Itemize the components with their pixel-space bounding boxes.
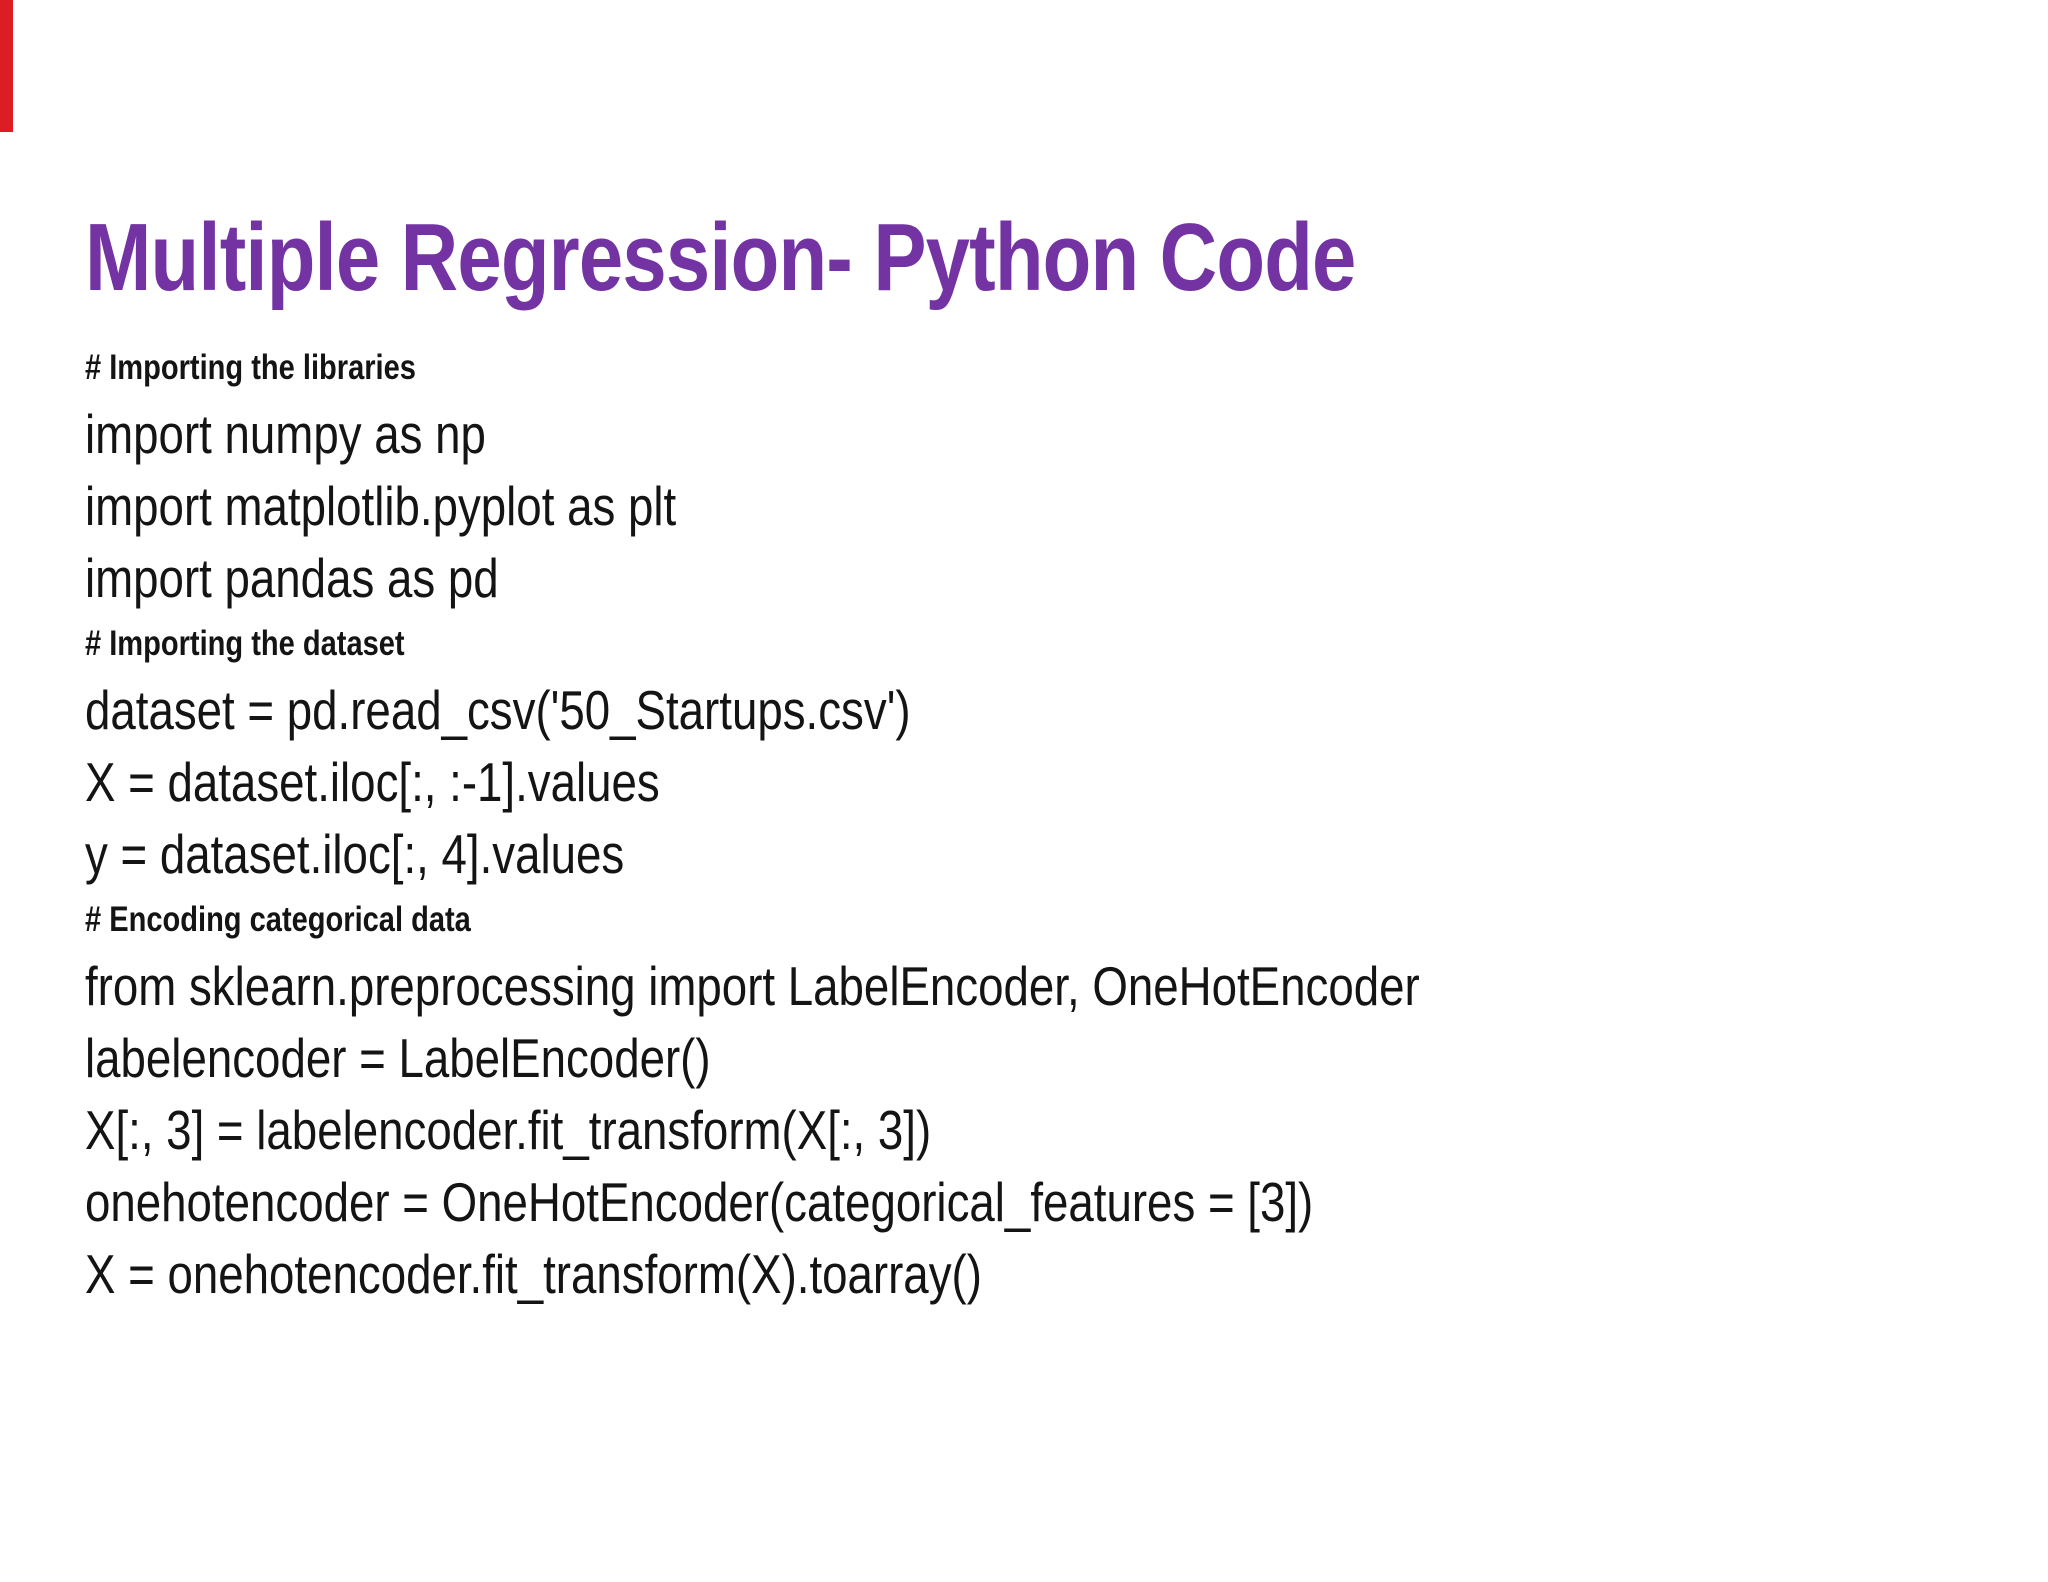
code-line: import matplotlib.pyplot as plt xyxy=(85,475,677,537)
code-line: dataset = pd.read_csv('50_Startups.csv') xyxy=(85,679,911,741)
code-line: X = onehotencoder.fit_transform(X).toarr… xyxy=(85,1243,982,1305)
code-line: onehotencoder = OneHotEncoder(categorica… xyxy=(85,1171,1314,1233)
code-block: # Importing the libraries import numpy a… xyxy=(85,338,1693,1310)
code-line: y = dataset.iloc[:, 4].values xyxy=(85,823,625,885)
code-line: from sklearn.preprocessing import LabelE… xyxy=(85,955,1420,1017)
red-accent-bar xyxy=(0,0,13,132)
code-line: import numpy as np xyxy=(85,403,486,465)
code-line: X = dataset.iloc[:, :-1].values xyxy=(85,751,660,813)
comment-line: # Encoding categorical data xyxy=(85,900,471,939)
slide-title: Multiple Regression- Python Code xyxy=(85,204,1356,311)
code-line: X[:, 3] = labelencoder.fit_transform(X[:… xyxy=(85,1099,932,1161)
comment-line: # Importing the dataset xyxy=(85,624,405,663)
code-line: labelencoder = LabelEncoder() xyxy=(85,1027,711,1089)
comment-line: # Importing the libraries xyxy=(85,348,416,387)
code-line: import pandas as pd xyxy=(85,547,499,609)
